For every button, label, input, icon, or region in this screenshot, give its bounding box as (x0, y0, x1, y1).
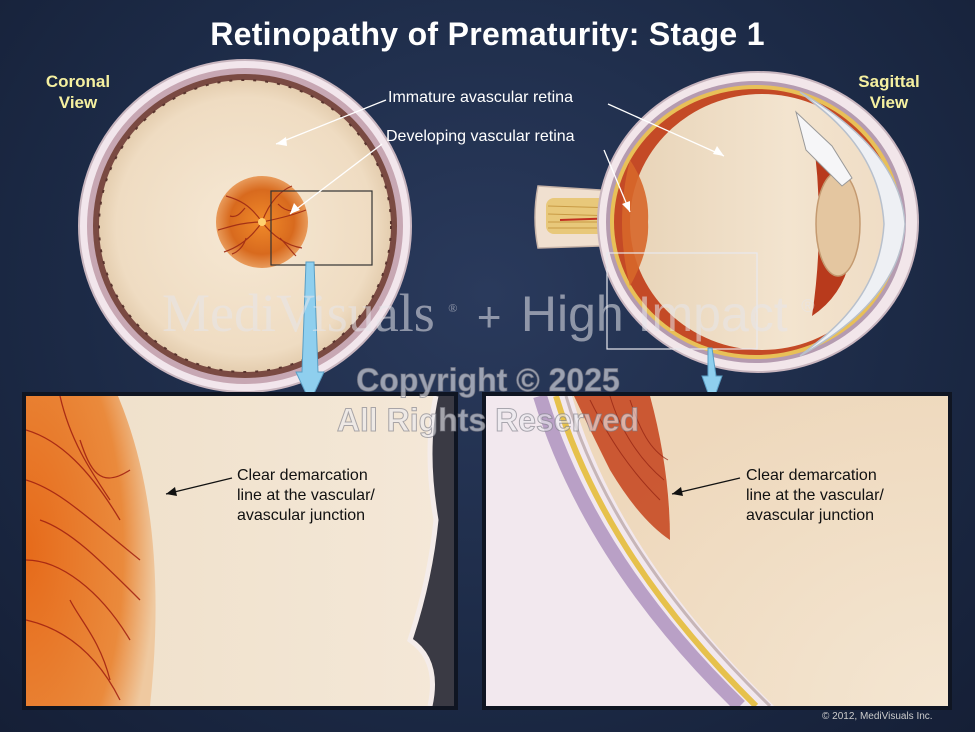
inset-coronal (22, 392, 458, 710)
inset-right-line-2: line at the vascular/ (746, 487, 884, 504)
zoom-connectors (295, 261, 723, 406)
inset-left-line-2: line at the vascular/ (237, 487, 375, 504)
inset-left-label: Clear demarcation line at the vascular/ … (237, 466, 375, 526)
inset-right-line-1: Clear demarcation (746, 467, 877, 484)
callout-developing-retina: Developing vascular retina (386, 128, 575, 145)
sagittal-label-line-1: Sagittal (858, 72, 920, 91)
inset-left-line-3: avascular junction (237, 507, 366, 524)
watermark-copyright: Copyright © 2025 All Rights Reserved (300, 360, 676, 440)
registered-mark-left: ® (448, 301, 458, 315)
coronal-label-line-2: View (58, 93, 98, 112)
inset-sagittal (482, 392, 952, 710)
sagittal-view-label: Sagittal View (843, 71, 935, 113)
inset-right-line-3: avascular junction (746, 507, 875, 524)
coronal-eye (78, 59, 412, 393)
watermark-copyright-line: Copyright © 2025 (356, 362, 621, 399)
watermark-brand-left: MediVisuals (162, 283, 435, 343)
watermark-brand-right: High Impact (520, 286, 788, 342)
watermark-plus: + (476, 293, 502, 340)
inset-right-label: Clear demarcation line at the vascular/ … (746, 466, 884, 526)
inset-left-line-1: Clear demarcation (237, 467, 368, 484)
leader-arrowheads (276, 137, 724, 214)
sagittal-eye (534, 71, 919, 373)
credit-line: © 2012, MediVisuals Inc. (822, 711, 933, 722)
watermark-rights-line: All Rights Reserved (336, 402, 640, 439)
registered-mark-right: ® (801, 296, 815, 316)
inset-leader-lines (165, 477, 741, 495)
callout-immature-retina: Immature avascular retina (388, 89, 573, 106)
coronal-label-line-1: Coronal (45, 72, 111, 91)
leader-lines (275, 99, 725, 215)
sagittal-label-line-2: View (869, 93, 909, 112)
coronal-view-label: Coronal View (30, 71, 126, 113)
page-title: Retinopathy of Prematurity: Stage 1 (210, 16, 765, 52)
watermark-brand: MediVisuals ® + High Impact ® (162, 282, 814, 344)
